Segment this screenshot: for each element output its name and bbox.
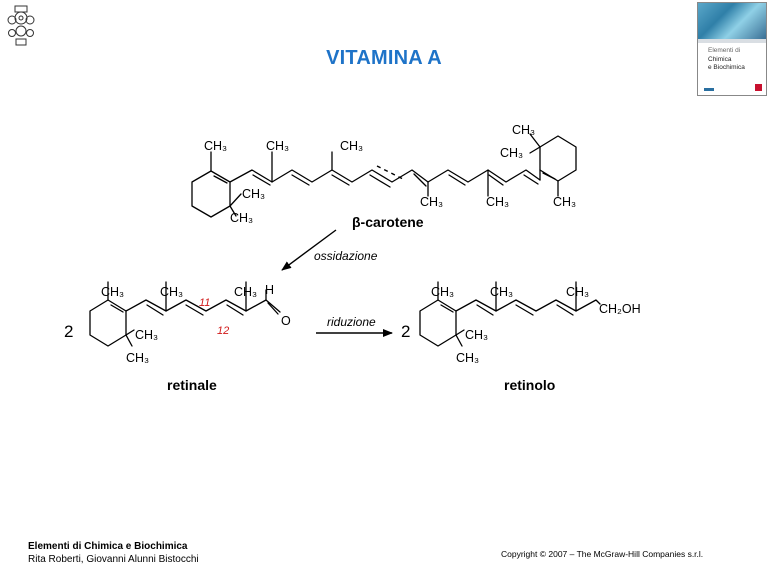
university-emblem-icon [7, 5, 35, 46]
retinal-name: retinale [167, 377, 217, 393]
carbon-12-label: 12 [217, 325, 229, 337]
methyl-label: CH₃ [340, 139, 363, 153]
methyl-label: CH₃ [230, 211, 253, 225]
methyl-label: CH₃ [234, 285, 257, 299]
methyl-label: CH₃ [135, 328, 158, 342]
book-cover-line1: Elementi di [708, 47, 741, 54]
book-cover-image [698, 3, 766, 39]
methyl-label: CH₃ [204, 139, 227, 153]
carbon-11-label: 11 [199, 297, 210, 309]
book-cover-footer-mark [704, 88, 714, 91]
methyl-label: CH₃ [431, 285, 454, 299]
oxidation-arrow [281, 229, 337, 271]
methyl-label: CH₃ [490, 285, 513, 299]
copyright-notice: Copyright © 2007 – The McGraw-Hill Compa… [501, 549, 704, 559]
methyl-label: CH₃ [553, 195, 576, 209]
book-cover-line2: Chimica [708, 56, 732, 63]
aldehyde-hydrogen-label: H [265, 283, 274, 297]
methyl-label: CH₃ [242, 187, 265, 201]
methyl-label: CH₃ [160, 285, 183, 299]
methyl-label: CH₃ [101, 285, 124, 299]
retinol-name: retinolo [504, 377, 555, 393]
methyl-label: CH₃ [500, 146, 523, 160]
retinol-coefficient: 2 [401, 322, 410, 341]
beta-carotene-name: β-carotene [352, 214, 424, 230]
methyl-label: CH₃ [126, 351, 149, 365]
retinal-coefficient: 2 [64, 322, 73, 341]
oxidation-step-label: ossidazione [314, 249, 378, 263]
footer-credits: Elementi di Chimica e Biochimica Rita Ro… [28, 540, 199, 566]
methyl-label: CH₃ [512, 123, 535, 137]
retinol-structure [419, 281, 601, 347]
methyl-label: CH₃ [420, 195, 443, 209]
methyl-label: CH₃ [456, 351, 479, 365]
retinal-structure [89, 281, 281, 347]
methyl-label: CH₃ [566, 285, 589, 299]
reduction-step-label: riduzione [327, 315, 376, 329]
publisher-logo-icon [755, 84, 762, 91]
book-cover-band [698, 39, 766, 43]
page-title: VITAMINA A [326, 47, 442, 69]
methyl-label: CH₃ [465, 328, 488, 342]
methyl-label: CH₃ [486, 195, 509, 209]
methyl-label: CH₃ [266, 139, 289, 153]
footer-book-title: Elementi di Chimica e Biochimica [28, 541, 188, 552]
book-cover-thumbnail: Elementi di Chimica e Biochimica [697, 2, 767, 96]
footer-authors: Rita Roberti, Giovanni Alunni Bistocchi [28, 554, 199, 565]
hydroxymethyl-label: CH₂OH [599, 302, 641, 316]
beta-carotene-structure [191, 133, 577, 218]
book-cover-line3: e Biochimica [708, 64, 745, 71]
aldehyde-oxygen-label: O [281, 314, 291, 328]
